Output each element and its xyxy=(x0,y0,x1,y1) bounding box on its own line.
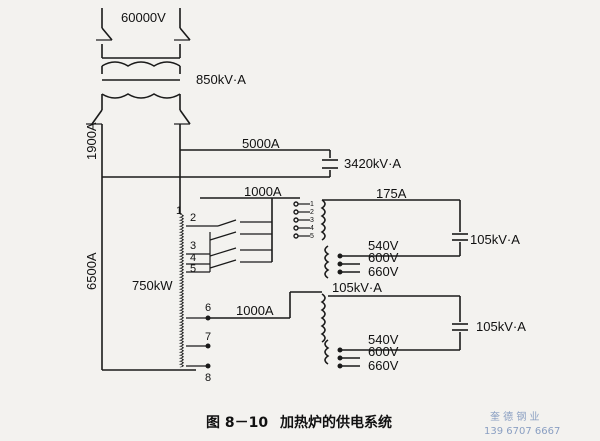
tap-a-600: 600V xyxy=(368,250,399,265)
tap-b-600: 600V xyxy=(368,344,399,359)
tap-1: 1 xyxy=(176,205,182,217)
tap-4: 4 xyxy=(190,252,196,264)
small-tap-4: 4 xyxy=(310,225,314,232)
tap-3: 3 xyxy=(190,240,196,252)
isolator-switch xyxy=(96,27,191,59)
main-bus: 1900A 6500A xyxy=(84,122,196,371)
current-lower-label: 6500A xyxy=(84,252,99,290)
tap-6: 6 xyxy=(205,302,211,314)
small-tap-2: 2 xyxy=(310,209,314,216)
tap-a-660: 660V xyxy=(368,264,399,279)
compensation-capacitor-label: 3420kV·A xyxy=(344,156,401,171)
main-transformer: 850kV·A xyxy=(101,61,246,104)
watermark: 奎 德 钢 业 139 6707 6667 xyxy=(484,410,560,437)
figure-number: 图 8－10 xyxy=(206,415,268,431)
small-tap-5: 5 xyxy=(310,233,314,240)
main-transformer-label: 850kV·A xyxy=(196,72,246,87)
tap-b-660: 660V xyxy=(368,358,399,373)
supply-voltage-label: 60000V xyxy=(121,10,166,25)
watermark-phone: 139 6707 6667 xyxy=(484,426,560,437)
secondary-switch xyxy=(86,104,191,130)
transformer-a-cap-label: 105kV·A xyxy=(470,232,520,247)
transformer-b-rating-label: 105kV·A xyxy=(332,280,382,295)
lower-current-label: 1000A xyxy=(236,303,274,318)
tap-a-540: 540V xyxy=(368,238,399,253)
tap-line-current-label: 1000A xyxy=(244,184,282,199)
furnace-transformer: 750kW 1 2 3 4 5 6 7 8 xyxy=(132,205,211,384)
small-tap-3: 3 xyxy=(310,217,314,224)
figure-title: 加热炉的供电系统 xyxy=(279,414,392,431)
current-upper-label: 1900A xyxy=(84,122,99,160)
transformer-a-current-label: 175A xyxy=(376,186,407,201)
tap-2: 2 xyxy=(190,212,196,224)
tap-b-540: 540V xyxy=(368,332,399,347)
figure-caption: 图 8－10 加热炉的供电系统 xyxy=(206,414,392,431)
branch-current-label: 5000A xyxy=(242,136,280,151)
watermark-name: 奎 德 钢 业 xyxy=(490,410,540,423)
tap-switch-block xyxy=(186,198,273,273)
tap-7: 7 xyxy=(205,331,211,343)
small-tap-1: 1 xyxy=(310,201,314,208)
transformer-a-feed: 1000A 1 2 3 4 5 175A 105kV·A 540V 600V 6… xyxy=(200,184,520,279)
transformer-b-cap-label: 105kV·A xyxy=(476,319,526,334)
furnace-transformer-label: 750kW xyxy=(132,278,173,293)
transformer-b-feed: 1000A 105kV·A 105kV·A 540V 600V 660V xyxy=(208,280,526,373)
compensation-branch: 5000A 3420kV·A xyxy=(180,136,401,178)
tap-5: 5 xyxy=(190,263,196,275)
incoming-supply: 60000V xyxy=(101,8,181,28)
tap-8: 8 xyxy=(205,372,211,384)
